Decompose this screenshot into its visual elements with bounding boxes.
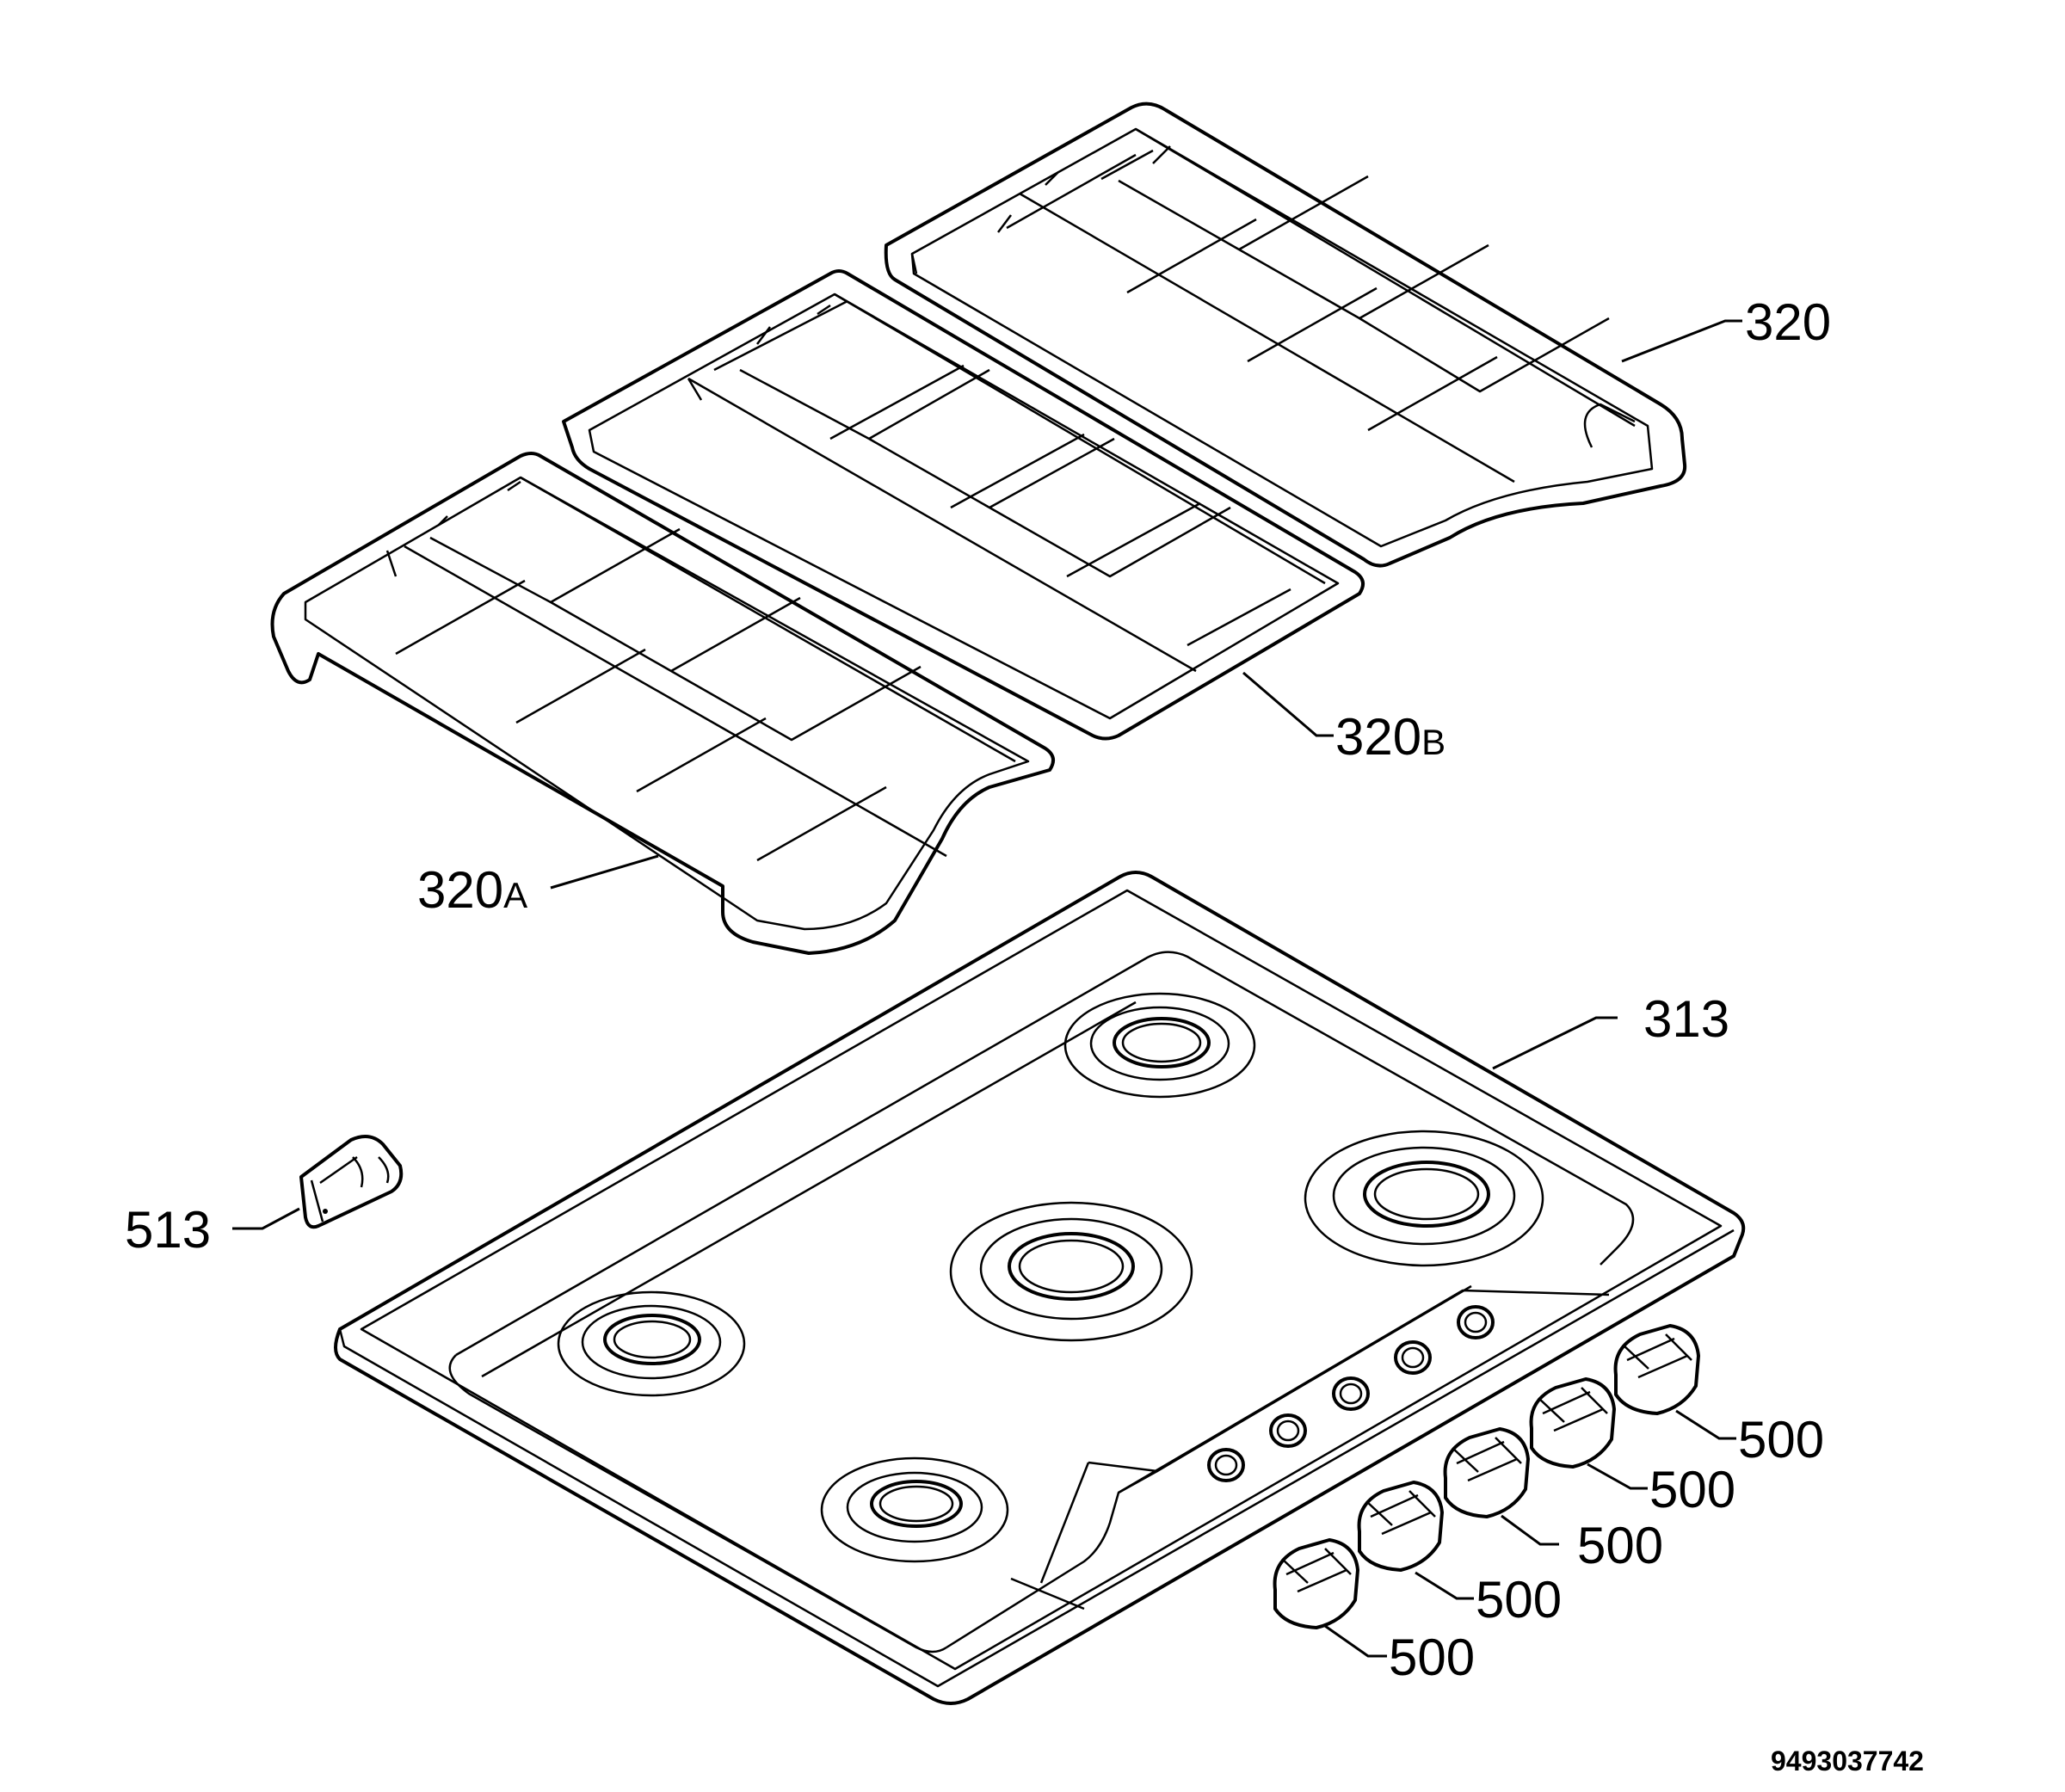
label-513: 513 [125, 1201, 211, 1259]
knob-500-1 [1613, 1324, 1700, 1415]
label-320B-suffix: B [1421, 722, 1446, 762]
knob-500-4 [1357, 1481, 1444, 1572]
label-320A: 320A [417, 861, 527, 919]
label-500-1: 500 [1738, 1411, 1824, 1469]
clip-513 [299, 1135, 404, 1229]
label-313: 313 [1643, 990, 1729, 1048]
pan-support-320B [562, 269, 1365, 741]
pan-support-320A [270, 452, 1055, 955]
leader-lines [232, 319, 1742, 1658]
burner-front-left [557, 1290, 746, 1397]
document-number: 9493037742 [1771, 1746, 1924, 1777]
burner-rear-left [1063, 992, 1256, 1099]
label-320A-suffix: A [503, 875, 527, 915]
label-320B-main: 320 [1335, 708, 1421, 766]
label-500-3: 500 [1577, 1517, 1663, 1574]
label-500-2: 500 [1649, 1461, 1735, 1518]
knob-500-2 [1529, 1377, 1616, 1469]
burner-center [949, 1201, 1193, 1342]
knob-500-5 [1273, 1538, 1359, 1629]
label-500-5: 500 [1389, 1629, 1475, 1686]
label-320B: 320B [1335, 708, 1446, 766]
label-320: 320 [1745, 293, 1831, 351]
label-500-4: 500 [1476, 1571, 1562, 1629]
knob-500-3 [1443, 1427, 1530, 1518]
pan-support-320 [884, 102, 1687, 568]
burner-rear-right [1304, 1130, 1544, 1267]
label-320A-main: 320 [417, 861, 503, 919]
control-spindle-holes [1207, 1305, 1495, 1482]
burner-front [820, 1456, 1009, 1563]
